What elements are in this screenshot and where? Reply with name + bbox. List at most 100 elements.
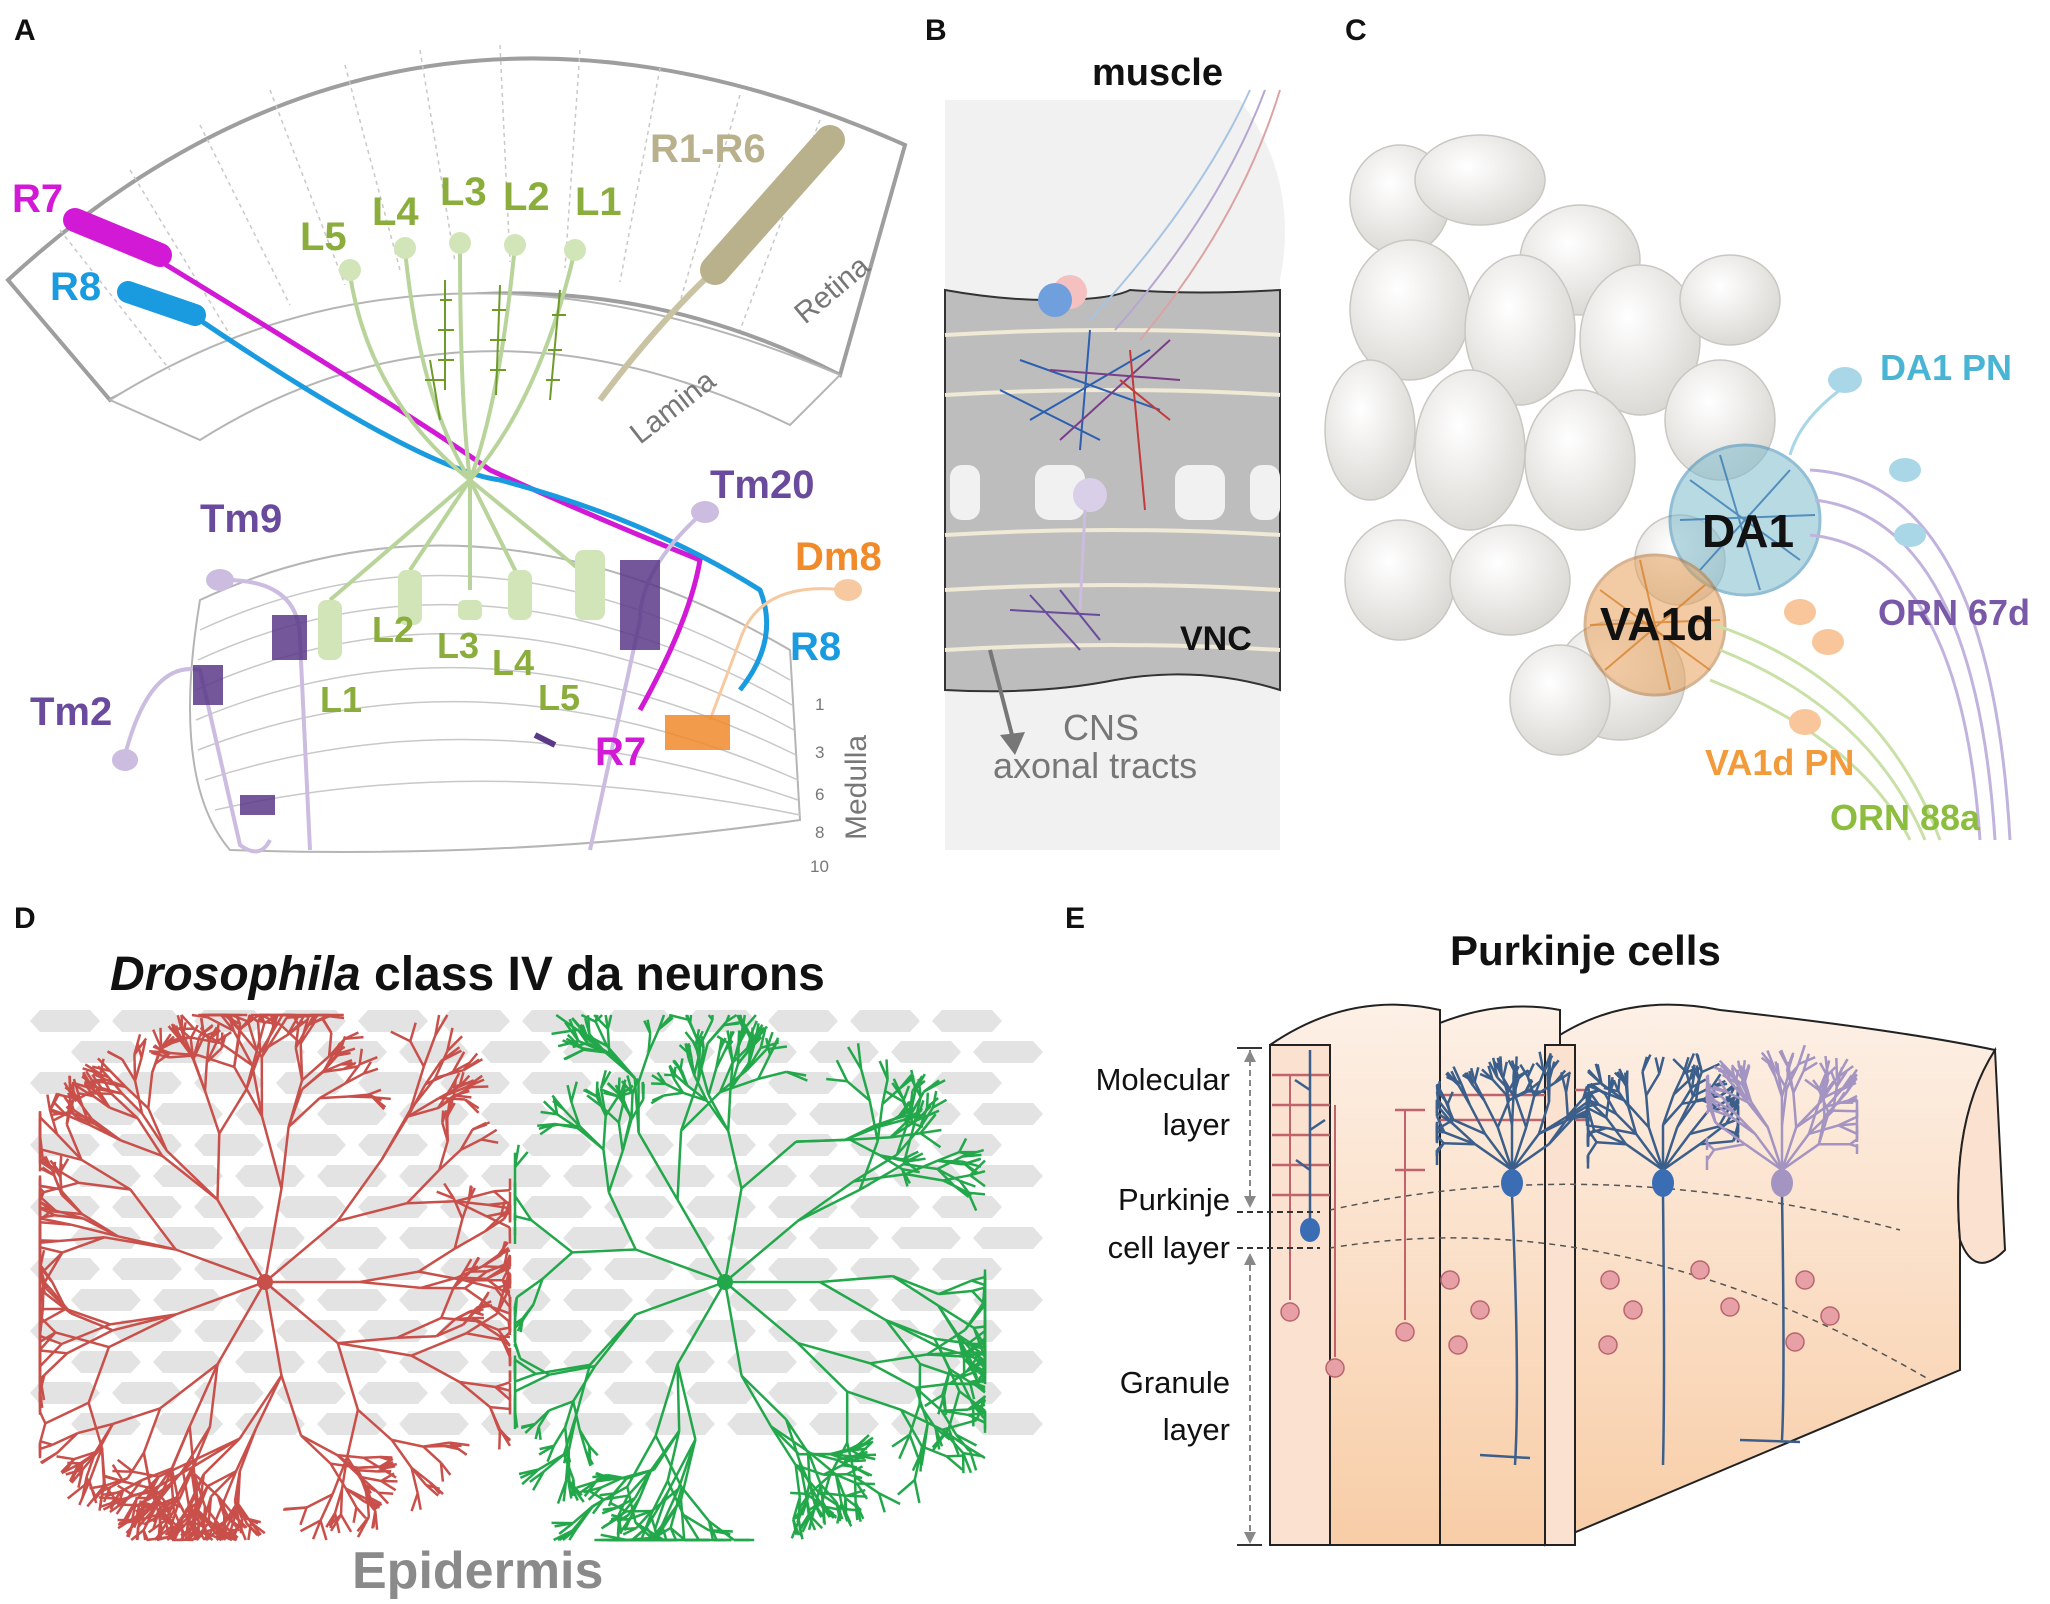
dendrite-segment xyxy=(218,1089,248,1135)
dendrite-segment xyxy=(921,1445,948,1458)
retina-ommatidia xyxy=(59,44,821,371)
dendrite-segment xyxy=(967,1329,986,1345)
epidermis-cell xyxy=(727,1227,797,1249)
dendrite-segment xyxy=(410,1492,419,1512)
purkinje-tree-2 xyxy=(1435,1051,1589,1172)
dendrite-segment xyxy=(422,1445,442,1464)
dendrite-segment xyxy=(142,1407,162,1454)
dendrite-segment xyxy=(197,1054,235,1069)
dendrite-segment xyxy=(156,1535,169,1542)
epidermis-cell xyxy=(973,1289,1043,1311)
dendrite-segment xyxy=(740,1140,798,1190)
dendrite-segment xyxy=(44,1401,90,1425)
dendrite-segment xyxy=(850,1459,866,1463)
vnc-holes xyxy=(950,465,1280,520)
dendrite-segment xyxy=(198,1474,206,1508)
dendrite-segment xyxy=(1766,1126,1784,1171)
dendrite-segment xyxy=(645,1491,669,1529)
dendrite-segment xyxy=(923,1423,929,1448)
dendrite-segment xyxy=(323,1054,337,1072)
dendrite-segment xyxy=(686,1084,708,1102)
dendrite-segment xyxy=(455,1200,489,1207)
medulla-label: Medulla xyxy=(840,735,873,840)
cns-label-1: CNS xyxy=(1063,707,1139,748)
dendrite-segment xyxy=(699,1047,705,1068)
dendrite-segment xyxy=(676,1364,697,1440)
dendrite-segment xyxy=(360,1475,382,1483)
dendrite-segment xyxy=(396,1316,442,1339)
dendrite-segment xyxy=(564,1048,585,1061)
dendrite-segment xyxy=(941,1428,965,1454)
dendrite-segment xyxy=(193,1437,241,1462)
dendrite-segment xyxy=(465,1312,498,1335)
dendrite-segment xyxy=(1773,1067,1788,1090)
dendrite-segment xyxy=(844,1125,879,1142)
dendrite-segment xyxy=(768,1037,780,1056)
dendrite-segment xyxy=(757,1054,772,1080)
r7-label: R7 xyxy=(12,177,63,221)
tm9-label: Tm9 xyxy=(200,497,282,541)
epidermis-cell xyxy=(194,1320,264,1342)
dendrite-segment xyxy=(958,1150,975,1158)
layer-10: 10 xyxy=(810,857,829,876)
dendrite-segment xyxy=(918,1106,935,1129)
dendrite-segment xyxy=(519,1357,550,1376)
epidermis-cell xyxy=(317,1103,387,1125)
dendrite-segment xyxy=(339,1514,353,1533)
dendrite-segment xyxy=(626,1435,657,1488)
dendrite-segment xyxy=(51,1281,67,1310)
dendrite-segment xyxy=(1795,1105,1828,1129)
dendrite-segment xyxy=(297,1014,306,1026)
dendrite-segment xyxy=(595,1473,609,1481)
dendrite-segment xyxy=(565,1448,571,1463)
dendrite-segment xyxy=(584,1450,594,1466)
dendrite-segment xyxy=(797,1341,871,1365)
dendrite-segment xyxy=(344,1487,358,1509)
dendrite-segment xyxy=(336,1158,383,1222)
dendrite-segment xyxy=(407,1106,439,1118)
dendrite-segment xyxy=(116,1458,134,1473)
dendrite-segment xyxy=(410,1467,419,1494)
dendrite-segment xyxy=(1533,1071,1545,1097)
dendrite-segment xyxy=(239,1014,260,1030)
molecular-label-2: layer xyxy=(1163,1107,1230,1142)
panel-e-letter: E xyxy=(1065,902,1085,935)
dendrite-segment xyxy=(287,1079,304,1128)
dendrite-segment xyxy=(39,1245,63,1254)
dendrite-segment xyxy=(908,1434,920,1458)
orn67d-soma-1 xyxy=(1889,458,1921,482)
dendrite-segment xyxy=(910,1069,917,1091)
dendrite-segment xyxy=(647,1028,660,1054)
dendrite-segment xyxy=(434,1014,449,1036)
dendrite-segment xyxy=(622,1527,637,1536)
dendrite-segment xyxy=(881,1079,889,1105)
dendrite-segment xyxy=(207,1531,223,1542)
dendrite-segment xyxy=(455,1094,472,1099)
dendrite-segment xyxy=(1792,1092,1798,1128)
dendrite-segment xyxy=(614,1084,625,1102)
dendrite-segment xyxy=(1446,1091,1454,1105)
dendrite-segment xyxy=(676,1281,727,1365)
dendrite-segment xyxy=(1645,1072,1661,1097)
epidermis-cell xyxy=(194,1196,264,1218)
dendrite-segment xyxy=(973,1383,986,1394)
dendrite-segment xyxy=(187,1526,192,1541)
dendrite-segment xyxy=(294,1047,304,1081)
dendrite-segment xyxy=(462,1307,478,1326)
panel-a: A Retina Lamina Medulla 1 3 6 8 xyxy=(5,14,908,876)
dendrite-segment xyxy=(726,1130,743,1189)
dendrite-segment xyxy=(371,1096,387,1109)
dendrite-segment xyxy=(1719,1083,1736,1097)
dendrite-segment xyxy=(56,1432,79,1454)
dendrite-segment xyxy=(344,1063,361,1085)
dendrite-segment xyxy=(236,1471,242,1503)
dendrite-segment xyxy=(546,1445,556,1463)
dendrite-segment xyxy=(409,1040,425,1068)
dendrite-segment xyxy=(835,1473,858,1485)
dendrite-segment xyxy=(66,1113,90,1126)
dendrite-segment xyxy=(1787,1068,1795,1093)
dendrite-segment xyxy=(1597,1103,1617,1116)
da1-pn-axon xyxy=(1788,388,1841,456)
dendrite-segment xyxy=(161,1510,179,1528)
dendrite-segment xyxy=(627,1509,653,1521)
